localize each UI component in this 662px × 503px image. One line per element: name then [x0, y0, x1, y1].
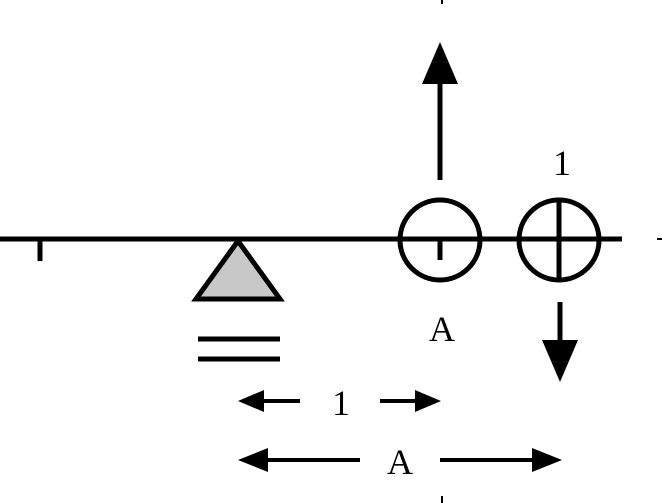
down-arrow-head [542, 340, 578, 382]
dist-unit-left-head [238, 390, 264, 412]
label-dist-a: A [387, 442, 413, 482]
dist-a-right-head [532, 448, 562, 472]
dist-unit-right-head [415, 390, 441, 412]
label-unit-top: 1 [553, 143, 571, 183]
up-arrow-head [422, 42, 458, 84]
fulcrum-triangle [191, 236, 285, 302]
dist-a-left-head [238, 448, 268, 472]
point-a-circle [397, 197, 483, 283]
label-point-a: A [429, 309, 455, 349]
label-dist-unit: 1 [332, 383, 350, 423]
